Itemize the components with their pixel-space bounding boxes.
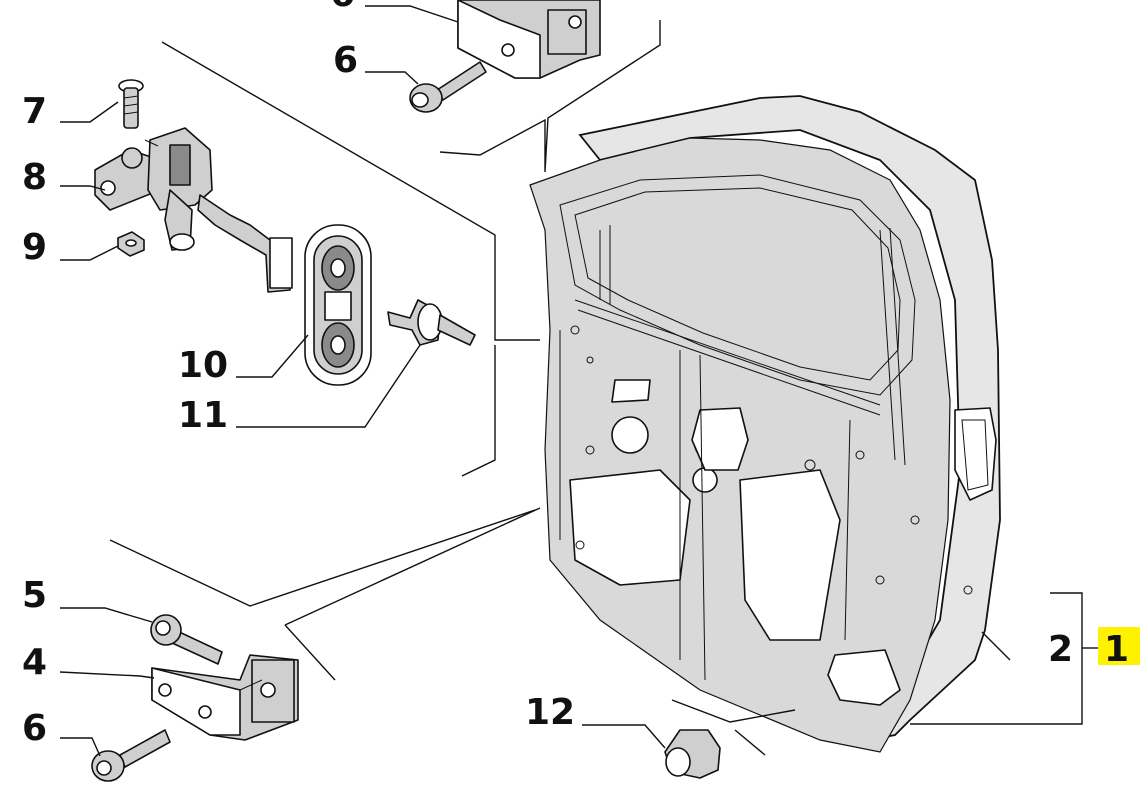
callout-12[interactable]: 12 bbox=[525, 692, 575, 733]
callout-6-upper[interactable]: 6 bbox=[333, 40, 358, 81]
bolt-6-lower bbox=[91, 729, 171, 782]
rubber-buffer-10 bbox=[304, 224, 372, 386]
callout-1[interactable]: 1 bbox=[1104, 629, 1129, 670]
upper-bolt bbox=[409, 61, 487, 113]
door-panel bbox=[529, 95, 1001, 753]
callout-labels: 6 6 7 8 9 10 11 5 4 6 12 2 1 bbox=[22, 0, 1129, 749]
callout-2[interactable]: 2 bbox=[1048, 629, 1073, 670]
callout-8[interactable]: 8 bbox=[22, 157, 47, 198]
bolt-5 bbox=[150, 614, 223, 665]
callout-4[interactable]: 4 bbox=[22, 642, 47, 683]
bolt-7 bbox=[118, 79, 144, 129]
callout-5[interactable]: 5 bbox=[22, 575, 47, 616]
callout-11[interactable]: 11 bbox=[178, 395, 228, 436]
callout-1-highlight bbox=[1098, 627, 1140, 665]
leader-lines bbox=[109, 20, 1098, 756]
callout-leaders bbox=[59, 5, 666, 757]
callout-7[interactable]: 7 bbox=[22, 91, 47, 132]
callout-10[interactable]: 10 bbox=[178, 345, 228, 386]
lower-hinge bbox=[151, 654, 299, 741]
door-check-strap bbox=[94, 127, 293, 293]
striker-pin-11 bbox=[387, 299, 476, 346]
nut-9 bbox=[117, 231, 145, 257]
callout-9[interactable]: 9 bbox=[22, 227, 47, 268]
callout-6-lower[interactable]: 6 bbox=[22, 708, 47, 749]
bumper-12 bbox=[664, 729, 721, 779]
upper-hinge bbox=[457, 0, 601, 79]
callout-top-hidden[interactable]: 6 bbox=[330, 0, 355, 15]
